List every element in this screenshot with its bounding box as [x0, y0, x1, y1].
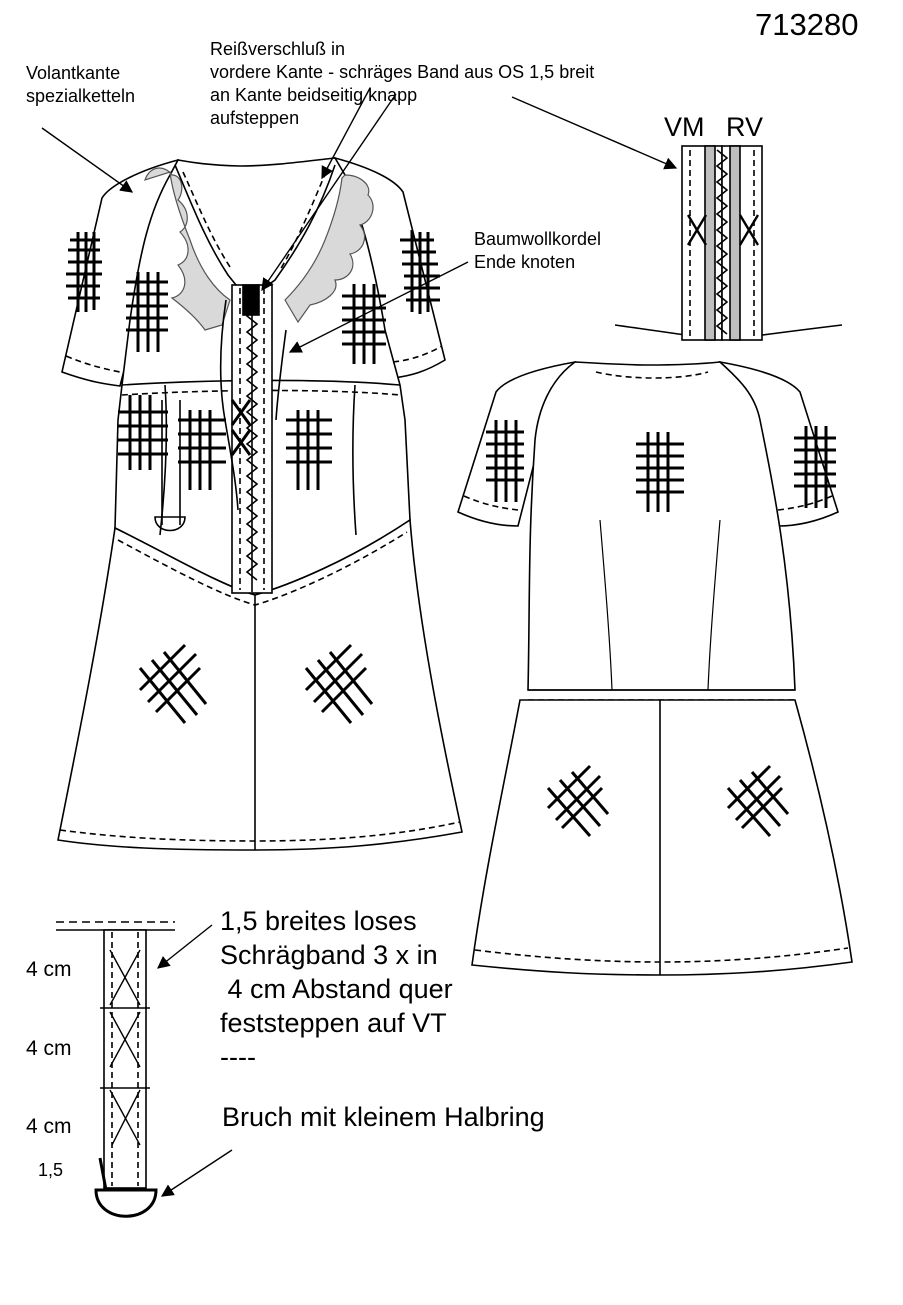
- note-zipper: Reißverschluß in vordere Kante - schräge…: [210, 38, 594, 130]
- note-volant-line: Volantkante: [26, 63, 121, 83]
- front-view: [57, 156, 463, 851]
- note-tape-line: 1,5 breites loses: [220, 906, 417, 936]
- measure-label: 4 cm: [26, 1115, 72, 1138]
- note-tape-line: ----: [220, 1042, 256, 1072]
- note-tape-line: Schrägband 3 x in: [220, 940, 438, 970]
- article-number: 713280: [755, 7, 859, 42]
- zipper-detail: [614, 145, 843, 341]
- note-tape: 1,5 breites loses Schrägband 3 x in 4 cm…: [220, 904, 453, 1074]
- ruffle-left: [144, 167, 231, 331]
- note-cord-line: Baumwollkordel: [474, 229, 602, 249]
- measure-label: 4 cm: [26, 1037, 72, 1060]
- note-cord-line: Ende knoten: [474, 252, 576, 272]
- note-tape-fold: Bruch mit kleinem Halbring: [222, 1102, 545, 1132]
- label-rv: RV: [726, 112, 764, 142]
- embroidery-back: [486, 420, 836, 837]
- note-volant-line: spezialketteln: [26, 86, 136, 106]
- label-vm: VM: [664, 112, 705, 142]
- tape-width-label: 1,5: [38, 1160, 64, 1180]
- note-tape-line: feststeppen auf VT: [220, 1008, 447, 1038]
- note-cord: Baumwollkordel Ende knoten: [474, 228, 601, 274]
- back-view: [457, 360, 853, 976]
- tape-detail: [56, 921, 175, 1218]
- note-tape-line: 4 cm Abstand quer: [220, 974, 453, 1004]
- embroidery-front: [66, 230, 440, 724]
- note-zipper-line: aufsteppen: [210, 108, 300, 128]
- note-zipper-line: an Kante beidseitig knapp: [210, 85, 418, 105]
- zipper-teeth: [245, 299, 259, 581]
- note-zipper-line: vordere Kante - schräges Band aus OS 1,5…: [210, 62, 595, 82]
- ruffle-right: [284, 174, 374, 324]
- leader-arrows: [41, 87, 678, 1197]
- back-bodice: [527, 361, 796, 691]
- note-volant: Volantkante spezialketteln: [26, 62, 135, 108]
- measure-label: 4 cm: [26, 958, 72, 981]
- note-zipper-line: Reißverschluß in: [210, 39, 346, 59]
